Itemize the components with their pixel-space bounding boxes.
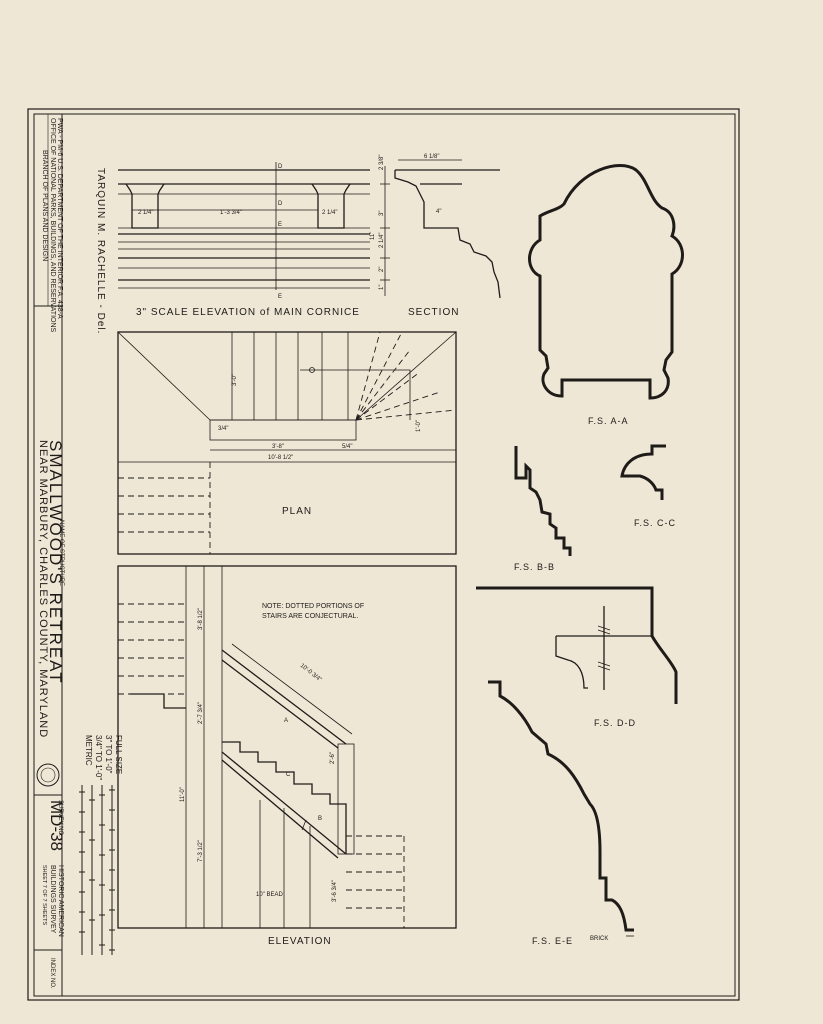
dim-c2: 1'-3 3/4" — [220, 210, 242, 216]
survey-name-1: HISTORIC AMERICAN — [57, 865, 64, 937]
agency-line-1: PWA - PM-6 U.S. DEPARTMENT OF THE INTERI… — [56, 118, 63, 319]
fs-ee-label: F.S. E-E — [532, 936, 573, 946]
mark-c: C — [286, 772, 291, 778]
inner-border — [33, 113, 736, 997]
fs-aa-label: F.S. A-A — [588, 416, 629, 426]
stair-plan: 3'-0" 3'-8" 10'-8 1/2" 3/4" 5/4" 1'-0" P… — [117, 331, 457, 555]
structure-name: SMALLWOOD'S RETREAT — [46, 440, 65, 685]
scale-34in: 3/4" TO 1'-0" — [94, 735, 103, 780]
dim-e6: 2'-6" — [330, 752, 336, 764]
dim-e8: 10'-0 3/4" — [299, 663, 323, 683]
profile-aa — [528, 164, 684, 400]
elevation-title: ELEVATION — [268, 936, 332, 947]
structure-caption: NAME OF STRUCTURE — [58, 520, 64, 586]
dim-s1: 6 1/8" — [424, 154, 439, 160]
profile-cc — [620, 444, 666, 500]
cornice-elevation: D D E E 2 1/4" 1'-3 3/4" 2 1/4" 3" SCALE… — [118, 162, 370, 318]
dim-p5: 5/4" — [342, 444, 352, 450]
dim-s7: 1" — [379, 285, 385, 290]
dim-e2: 2'-7 3/4" — [198, 702, 204, 724]
cornice-title: 3" SCALE ELEVATION of MAIN CORNICE — [136, 307, 360, 318]
dim-e5: 3'-6 3/4" — [332, 880, 338, 902]
survey-number: MD-38 — [47, 800, 66, 851]
structure-location: NEAR MARBURY, CHARLES COUNTY, MARYLAND — [37, 440, 49, 738]
profile-bb — [514, 446, 572, 556]
dim-e1: 11'-0" — [180, 787, 186, 802]
dim-e4: 7'-3 1/2" — [198, 840, 204, 862]
dim-p2: 3'-8" — [272, 444, 284, 450]
agency-line-3: BRANCH OF PLANS AND DESIGN — [41, 150, 48, 261]
dim-c4: 11" — [370, 232, 376, 240]
mark-d-top: D — [278, 164, 283, 170]
brick-label: BRICK — [590, 936, 608, 942]
agency-line-2: OFFICE OF NATIONAL PARKS, BUILDINGS, AND… — [49, 118, 56, 333]
dim-p4: 3/4" — [218, 426, 228, 432]
survey-name-2: BUILDINGS SURVEY — [49, 865, 56, 934]
dim-p1: 3'-0" — [232, 374, 238, 386]
scale-3in: 3" TO 1'-0" — [104, 735, 113, 774]
mark-a: A — [284, 718, 288, 724]
fs-dd-label: F.S. D-D — [594, 718, 636, 728]
outer-border — [27, 108, 740, 1001]
dim-s5: 2 1/4" — [379, 233, 385, 248]
fs-cc-label: F.S. C-C — [634, 518, 676, 528]
profile-dd — [476, 586, 678, 704]
mark-b: B — [318, 816, 322, 822]
drafter-credit: TARQUIN M. RACHELLE - Del. — [95, 168, 106, 334]
dim-p6: 1'-0" — [416, 420, 422, 432]
section-title: SECTION — [408, 307, 459, 318]
dim-s4: 3" — [379, 211, 385, 216]
survey-no-label: SURVEY NO. — [57, 800, 63, 837]
scale-metric: METRIC — [84, 735, 93, 766]
mark-d-bottom: D — [278, 201, 283, 207]
survey-sheet-of: SHEET 7 OF 7 SHEETS — [41, 865, 47, 925]
mark-e-bottom: E — [278, 294, 282, 300]
cornice-section: 6 1/8" 4" 2 3/8" 3" 2 1/4" 2" 1" 11" SEC… — [370, 154, 501, 318]
plan-title: PLAN — [282, 506, 312, 517]
dim-p3: 10'-8 1/2" — [268, 455, 293, 461]
survey-index-label: INDEX NO. — [49, 958, 55, 989]
dim-c3: 2 1/4" — [322, 210, 337, 216]
fs-bb-label: F.S. B-B — [514, 562, 555, 572]
dim-s6: 2" — [379, 267, 385, 272]
survey-seal-inner — [40, 767, 56, 783]
note-line-2: STAIRS ARE CONJECTURAL. — [262, 613, 358, 620]
dim-e3: 3'-8 1/2" — [198, 608, 204, 630]
profile-ee — [488, 680, 634, 932]
mark-e-top: E — [278, 222, 282, 228]
dim-s2: 4" — [436, 209, 441, 215]
dim-c1: 2 1/4" — [138, 210, 153, 216]
scale-bars — [79, 785, 115, 955]
dim-s3: 2 3/8" — [379, 155, 385, 170]
note-line-1: NOTE: DOTTED PORTIONS OF — [262, 603, 364, 610]
dim-e10: 10" BEAD — [256, 892, 283, 898]
stair-elevation: A B C 11'-0" 2'-7 3/4" 3'-8 1/2" 7'-3 1/… — [117, 565, 457, 947]
survey-seal — [36, 763, 60, 787]
